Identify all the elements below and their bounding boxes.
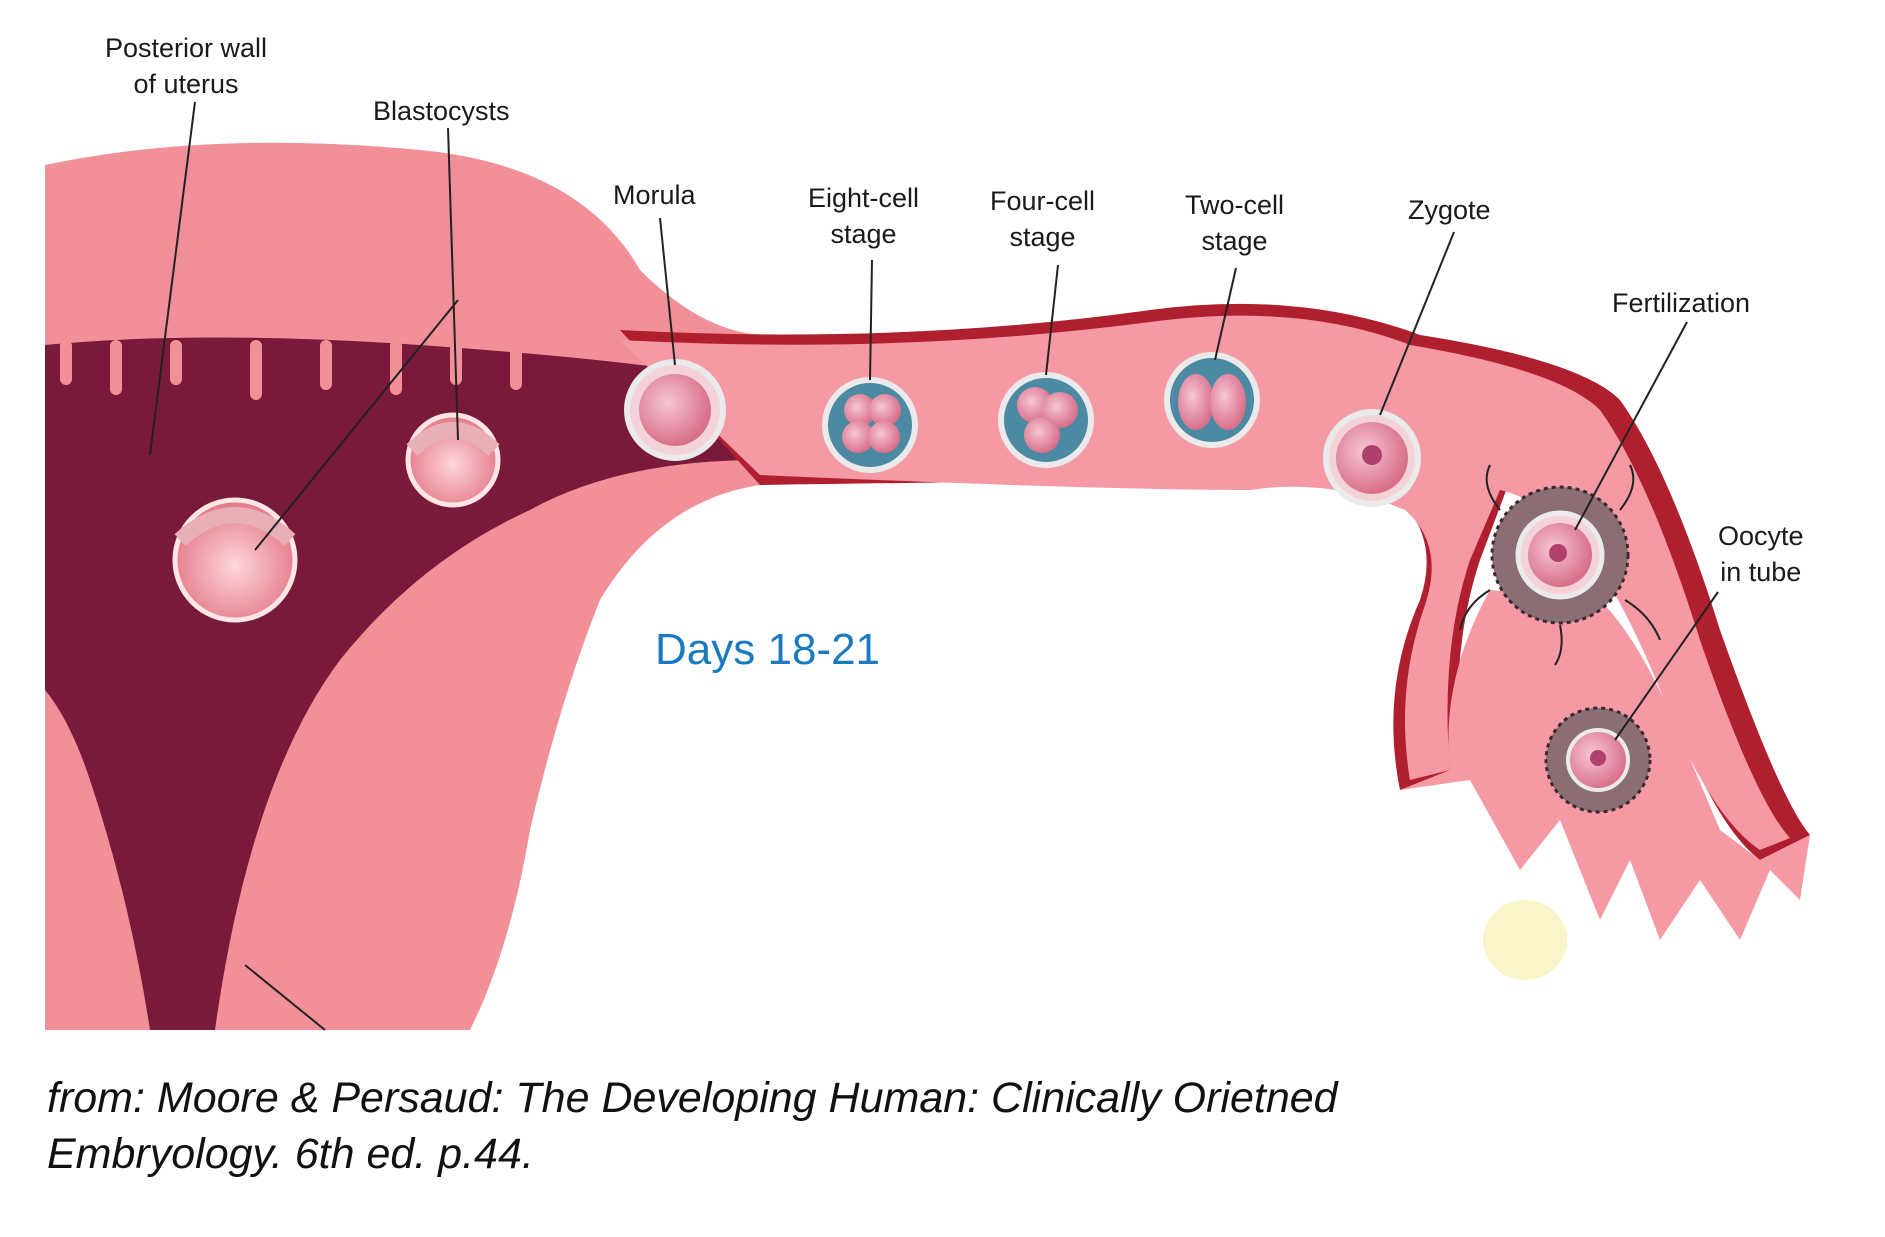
- two-cell-stage: [1167, 355, 1257, 445]
- label-posterior-wall: Posterior wall of uterus: [105, 30, 267, 102]
- label-two-cell: Two-cell stage: [1185, 187, 1284, 259]
- label-blastocysts: Blastocysts: [373, 93, 510, 129]
- oocyte-in-tube: [1546, 708, 1650, 812]
- morula: [627, 362, 723, 458]
- days-annotation: Days 18-21: [655, 625, 880, 675]
- four-cell-stage: [1001, 375, 1091, 465]
- label-oocyte: Oocyte in tube: [1718, 518, 1804, 590]
- citation-line-1: from: Moore & Persaud: The Developing Hu…: [47, 1070, 1338, 1126]
- eight-cell-stage: [825, 380, 915, 470]
- label-fertilization: Fertilization: [1612, 285, 1750, 321]
- source-citation: from: Moore & Persaud: The Developing Hu…: [47, 1070, 1338, 1182]
- label-zygote: Zygote: [1408, 192, 1491, 228]
- label-morula: Morula: [613, 177, 696, 213]
- label-eight-cell: Eight-cell stage: [808, 180, 919, 252]
- fimbria-secretion: [1483, 900, 1567, 980]
- blastocyst: [408, 415, 498, 505]
- zygote: [1326, 412, 1418, 504]
- blastocyst-implanting: [175, 500, 295, 620]
- citation-line-2: Embryology. 6th ed. p.44.: [47, 1126, 1338, 1182]
- label-four-cell: Four-cell stage: [990, 183, 1095, 255]
